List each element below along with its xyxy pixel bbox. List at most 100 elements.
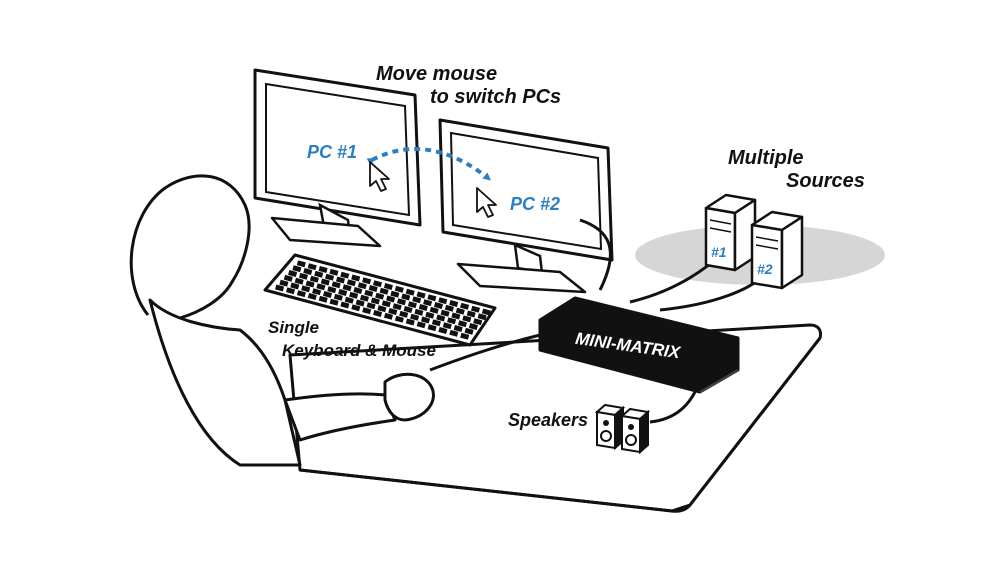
keyboard-key (379, 287, 389, 295)
keyboard-key (333, 293, 343, 301)
keyboard-key (477, 313, 487, 321)
keyboard-key (353, 287, 363, 294)
keyboard-key (292, 265, 302, 273)
sources-caption-line2: Sources (786, 170, 865, 192)
keyboard-key (436, 314, 446, 322)
keyboard-key (412, 296, 422, 304)
keyboard-key (470, 305, 481, 313)
keyboard-key (298, 272, 309, 280)
keyboard-key (340, 301, 350, 309)
keyboard-key (468, 323, 478, 330)
keyboard-key (288, 270, 298, 277)
keyboard-key (453, 325, 463, 332)
tower-1-label: #1 (711, 244, 727, 260)
keyboard-key (275, 284, 285, 292)
keyboard-key (357, 282, 367, 290)
keyboard-key (294, 277, 304, 285)
keyboard-key (405, 288, 415, 296)
keyboard-key (340, 271, 350, 279)
keyboard-key (301, 285, 311, 293)
keyboard-key (283, 274, 293, 282)
keyboard-key (416, 321, 426, 329)
keyboard-key (303, 268, 313, 275)
keyboard-key (457, 320, 468, 328)
keyboard-key (359, 294, 370, 302)
keyboard-key (351, 274, 361, 282)
tower-2-label: #2 (757, 261, 773, 277)
keyboard-key (320, 278, 330, 286)
sources-caption-line1: Multiple (728, 147, 804, 169)
keyboard-key (381, 300, 391, 308)
keyboard-key (296, 260, 306, 268)
keyboard-key (307, 293, 317, 300)
pc1-screen-label: PC #1 (307, 142, 357, 162)
keyboard-key (312, 288, 322, 296)
switch-caption-line2: to switch PCs (430, 86, 561, 108)
switch-caption-line1: Move mouse (376, 63, 497, 85)
keyboard-key (425, 311, 435, 319)
keyboard-key (442, 322, 452, 330)
keyboard-key (405, 318, 415, 326)
keyboard-key (375, 292, 385, 300)
keyboard-key (451, 312, 461, 320)
speakers (594, 403, 651, 455)
keyboard-key (364, 289, 374, 297)
keyboard-key (449, 329, 459, 337)
keyboard-key (418, 304, 428, 311)
keyboard-key (335, 276, 346, 284)
keyboard-key (392, 303, 402, 311)
mini-matrix-device (538, 296, 740, 394)
keyboard-key (394, 315, 404, 323)
keyboard-key (362, 307, 372, 315)
keyboard-key (386, 295, 396, 303)
keyboard-key (455, 307, 465, 315)
keyboard-key (322, 291, 333, 298)
keyboard-key (449, 300, 459, 307)
keyboard-key (383, 312, 394, 320)
keyboard-key (433, 302, 444, 309)
keyboard-key (410, 313, 420, 321)
keyboard-key (314, 270, 324, 278)
keyboard-key (355, 299, 365, 307)
keyboard-key (390, 290, 400, 298)
keyboard-key (370, 297, 380, 305)
keyboard-key (444, 304, 454, 312)
keyboard-key (423, 299, 433, 307)
keyboard-key (401, 293, 411, 301)
keyboard-key (431, 319, 441, 327)
keyboard-key (318, 295, 328, 303)
pc2-screen-label: PC #2 (510, 194, 560, 214)
keyboard-key (438, 327, 448, 334)
keyboard-key (349, 291, 359, 299)
keyboard-key (460, 302, 470, 310)
keyboard-key (316, 283, 326, 291)
keyboard-key (377, 305, 387, 313)
keyboard-key (329, 268, 339, 276)
keyboard-key (372, 280, 383, 288)
tower-pc-2 (750, 210, 804, 290)
keyboard-key (373, 310, 383, 317)
keyboard-key (481, 308, 491, 316)
input-caption-line1: Single (268, 318, 319, 337)
input-caption-line2: Keyboard & Mouse (282, 341, 436, 360)
keyboard-key (296, 290, 306, 298)
keyboard-key (342, 284, 352, 292)
keyboard (263, 253, 497, 347)
keyboard-key (462, 315, 472, 323)
keyboard-key (309, 275, 319, 283)
keyboard-key (447, 317, 457, 325)
keyboard-key (464, 327, 474, 335)
keyboard-key (403, 306, 413, 313)
keyboard-key (285, 287, 296, 295)
mouse-pointer-icon (369, 161, 390, 192)
keyboard-key (396, 298, 407, 306)
person (129, 174, 435, 467)
keyboard-key (318, 266, 328, 273)
keyboard-key (344, 296, 354, 304)
keyboard-key (394, 285, 404, 293)
keyboard-key (307, 263, 317, 271)
keyboard-key (331, 281, 341, 289)
tower-pc-1 (704, 193, 757, 272)
keyboard-key (329, 298, 339, 306)
